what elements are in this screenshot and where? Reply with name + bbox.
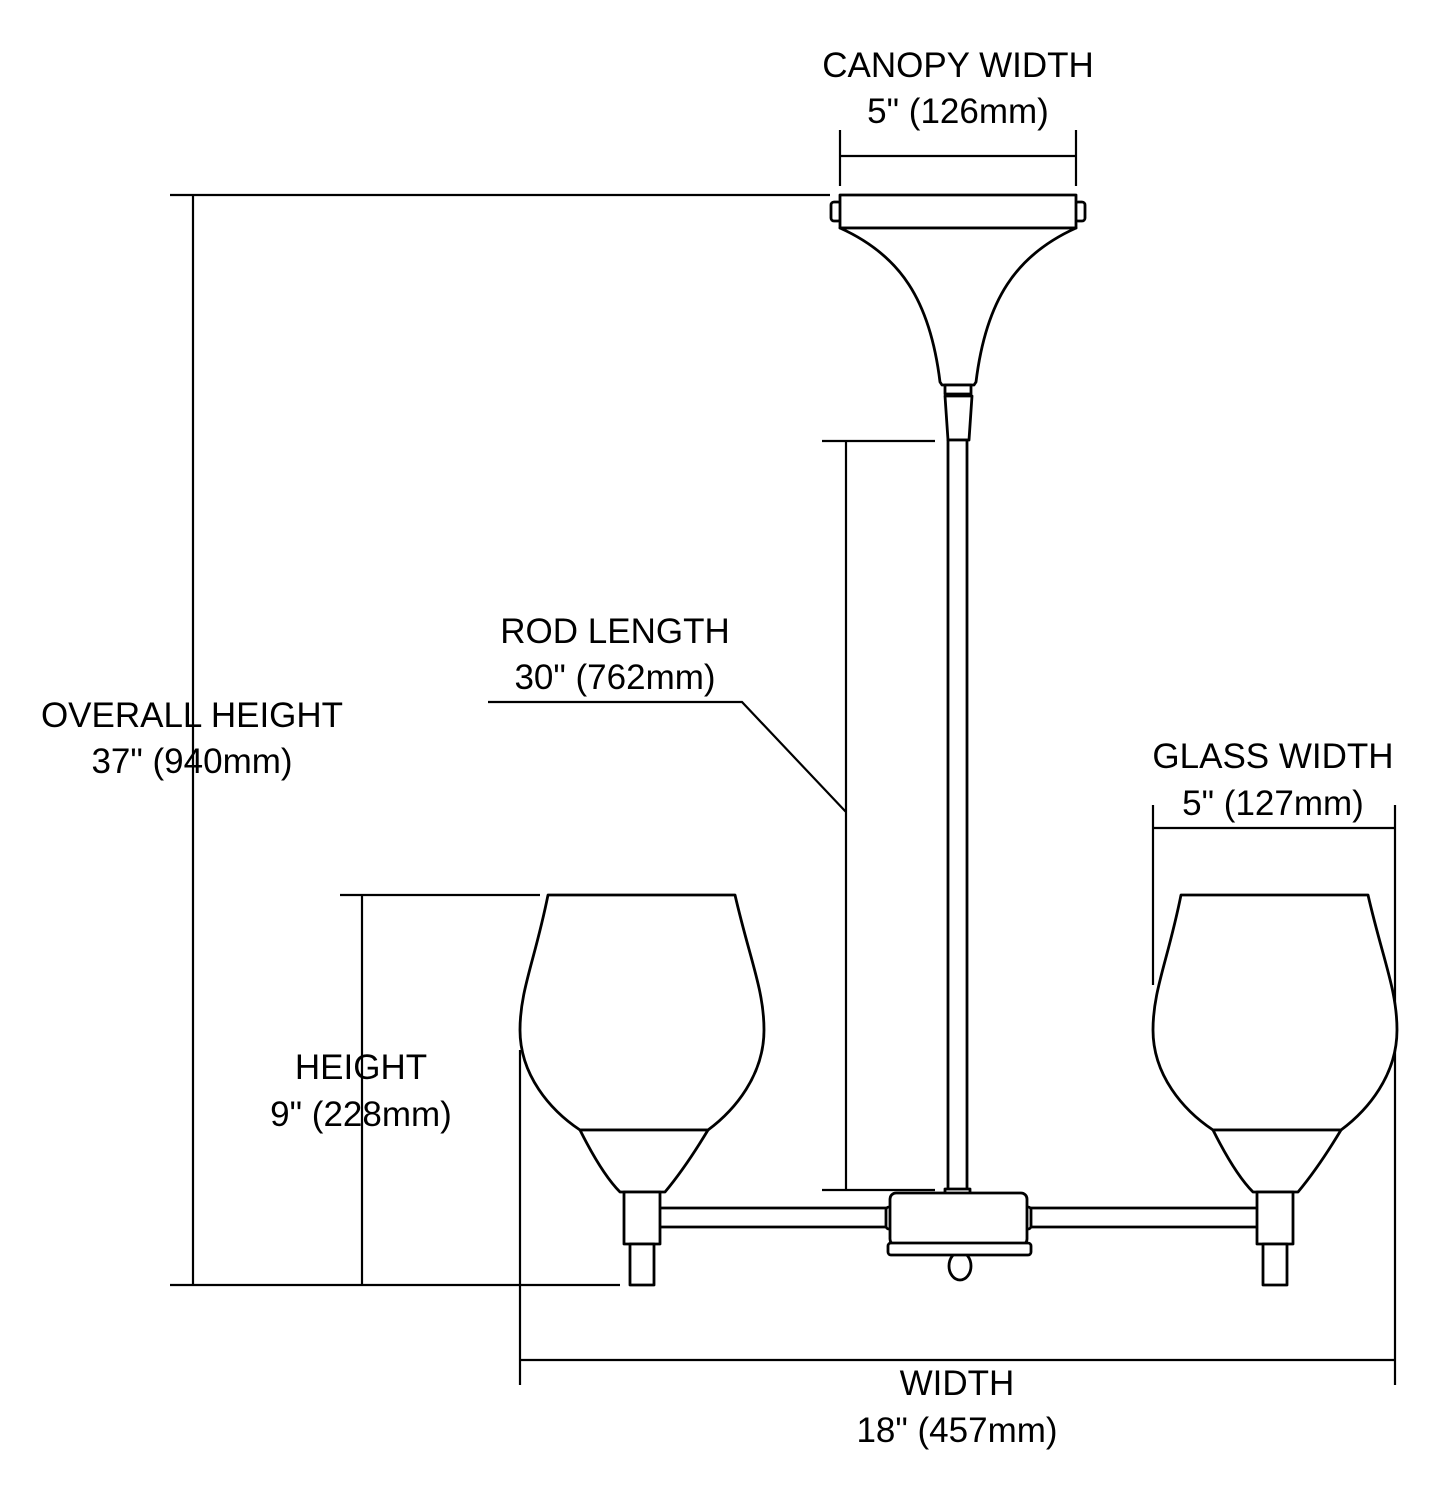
glass-width-dimension [1151, 805, 1397, 1385]
socket-stub-right [1261, 1242, 1289, 1287]
width-value: 18" (457mm) [856, 1411, 1057, 1450]
canopy-ring [943, 383, 973, 396]
canopy-width-value: 5" (126mm) [867, 92, 1049, 131]
canopy-width-title: CANOPY WIDTH [822, 46, 1094, 85]
lamp-left [518, 893, 766, 1287]
shade-cone-left [578, 1128, 710, 1194]
dimension-lines [170, 130, 1397, 1385]
width-title: WIDTH [900, 1364, 1015, 1403]
hub-body [888, 1191, 1029, 1247]
glass-shade-left [518, 893, 766, 1132]
height-dimension [340, 893, 540, 1285]
width-dimension [518, 1050, 1395, 1385]
hub-base [886, 1241, 1033, 1257]
socket-right [1255, 1190, 1295, 1246]
rod-length-title: ROD LENGTH [500, 612, 729, 651]
glass-width-title: GLASS WIDTH [1152, 737, 1393, 776]
hub-and-arms [653, 1187, 1262, 1282]
overall-height-title: OVERALL HEIGHT [41, 696, 343, 735]
socket-left [622, 1190, 662, 1246]
glass-width-value: 5" (127mm) [1182, 784, 1364, 823]
arm-right [1026, 1206, 1262, 1229]
socket-stub-left [628, 1242, 656, 1287]
overall-height-value: 37" (940mm) [91, 742, 292, 781]
lamp-right [1151, 893, 1399, 1287]
height-title: HEIGHT [295, 1048, 427, 1087]
canopy-plate [838, 193, 1078, 230]
canopy [829, 193, 1087, 1194]
glass-shade-right [1151, 893, 1399, 1132]
rod-length-value: 30" (762mm) [514, 658, 715, 697]
height-value: 9" (228mm) [270, 1095, 452, 1134]
shade-cone-right [1211, 1128, 1343, 1194]
rod [946, 438, 969, 1194]
rod-collar [943, 394, 974, 442]
canopy-bell [838, 226, 1078, 387]
overall-height-dimension [170, 193, 830, 1287]
canopy-width-dimension [838, 130, 1078, 186]
rod-length-dimension [488, 439, 935, 1192]
arm-left [653, 1206, 892, 1229]
